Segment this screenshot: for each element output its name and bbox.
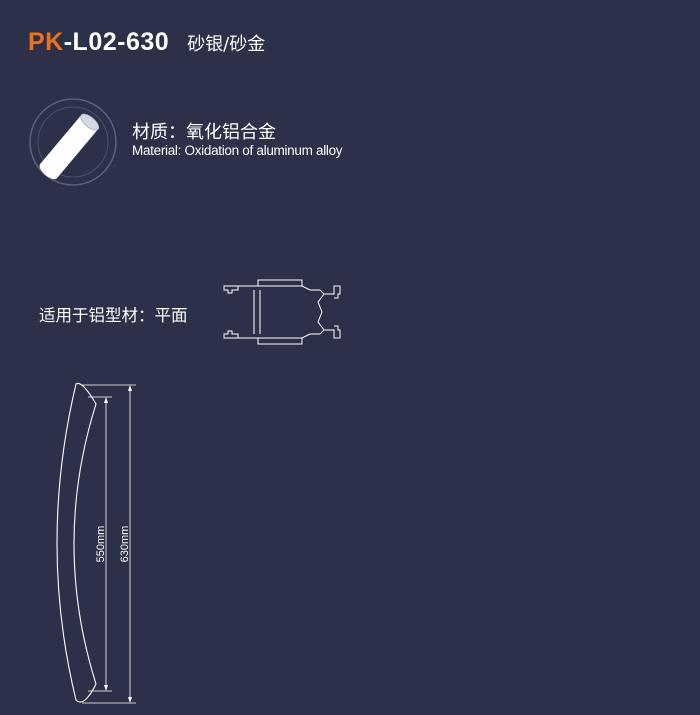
aluminum-rod-icon [29, 98, 117, 186]
outer-length-label: 630mm [119, 526, 131, 563]
material-label-cn: 材质：氧化铝合金 [132, 122, 276, 143]
inner-length-label: 550mm [95, 526, 107, 563]
product-code-prefix: PK [28, 28, 64, 56]
product-finish: 砂银/砂金 [187, 34, 266, 55]
product-header: PK -L02-630 砂银/砂金 [28, 28, 265, 58]
aluminum-profile-section-icon [223, 279, 341, 345]
handle-dimension-drawing: 550mm 630mm [56, 382, 136, 704]
material-label-en: Material: Oxidation of aluminum alloy [132, 143, 343, 158]
profile-label: 适用于铝型材：平面 [39, 306, 188, 325]
product-code: -L02-630 [63, 28, 170, 56]
